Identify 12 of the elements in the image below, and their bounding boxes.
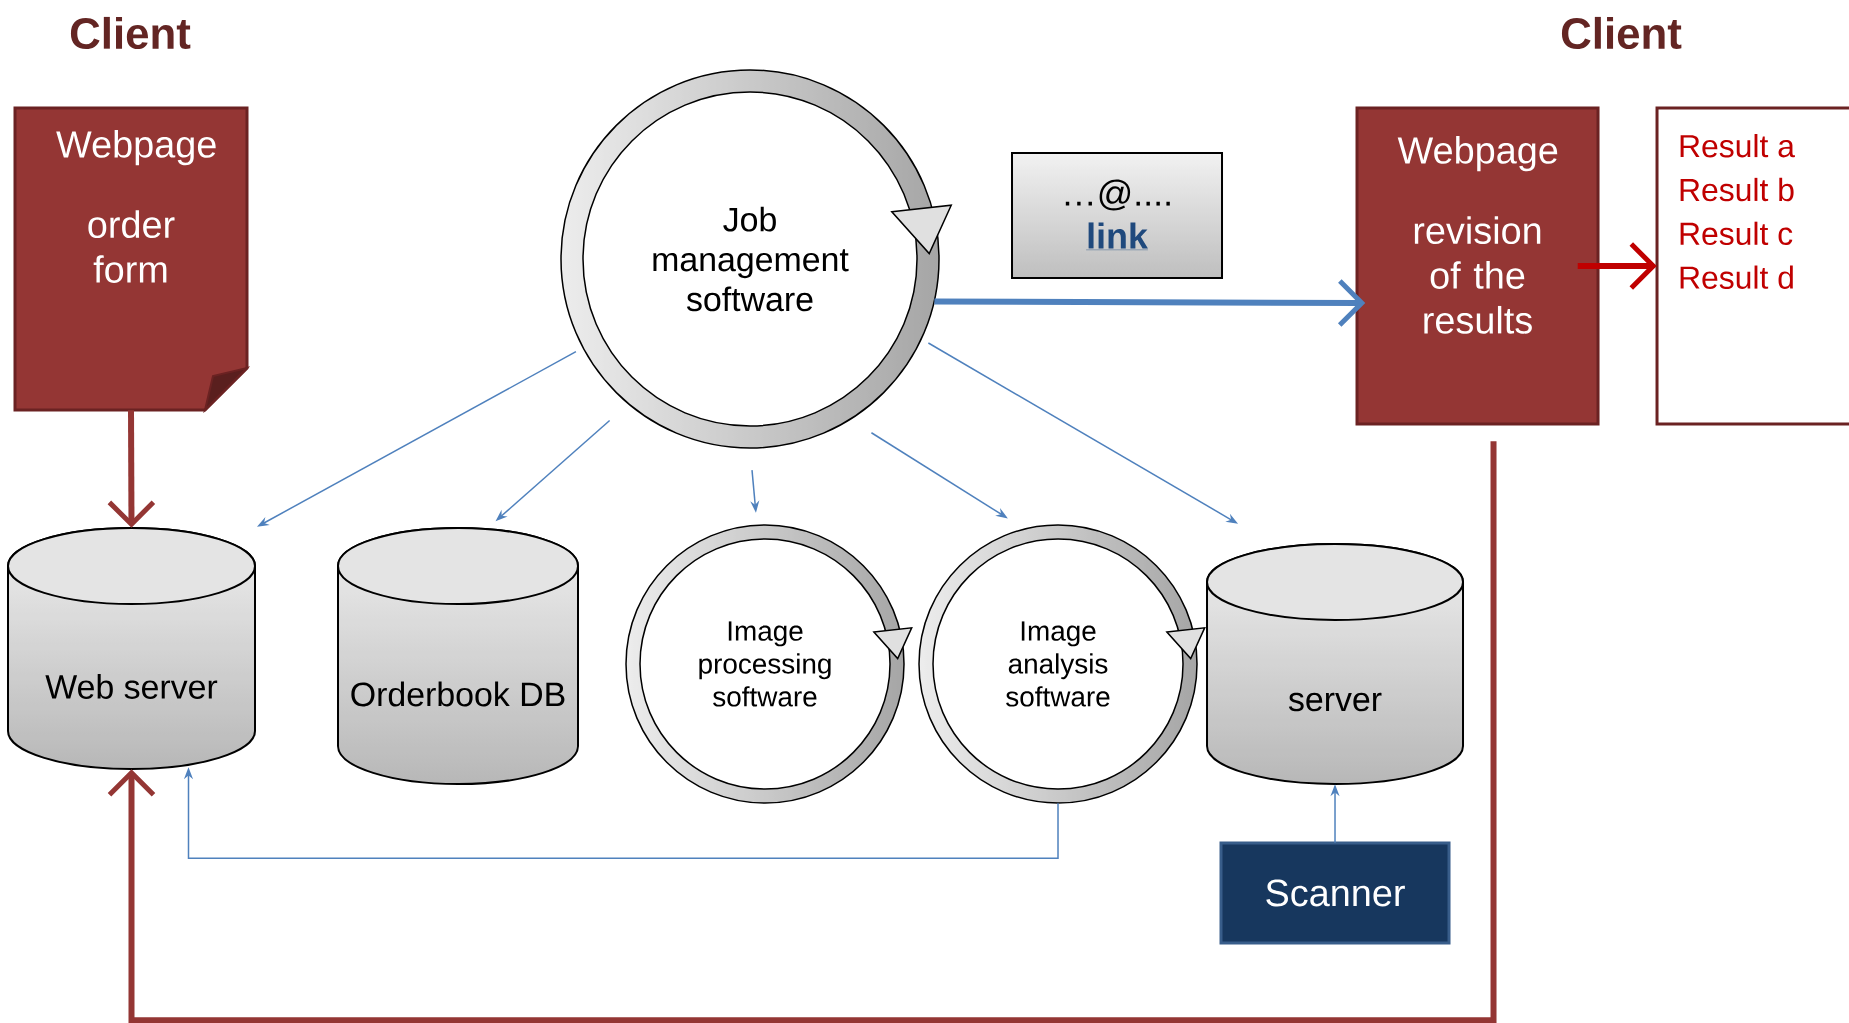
- arrow: [107, 410, 156, 528]
- heading: Client: [70, 16, 191, 50]
- arrow: [934, 279, 1366, 327]
- email-box: …@.... link: [1011, 152, 1223, 279]
- database-cylinder: server: [1206, 543, 1464, 785]
- results-box: Result a Result b Result c Result d: [1655, 106, 1849, 426]
- webpage-box: Webpage revision of the results: [1355, 106, 1600, 426]
- database-cylinder: Orderbook DB: [337, 527, 579, 785]
- scanner-box: Scanner: [1219, 841, 1451, 945]
- heading: Client: [1561, 16, 1682, 50]
- arrow: [107, 441, 1497, 1023]
- database-cylinder: Web server: [7, 527, 256, 770]
